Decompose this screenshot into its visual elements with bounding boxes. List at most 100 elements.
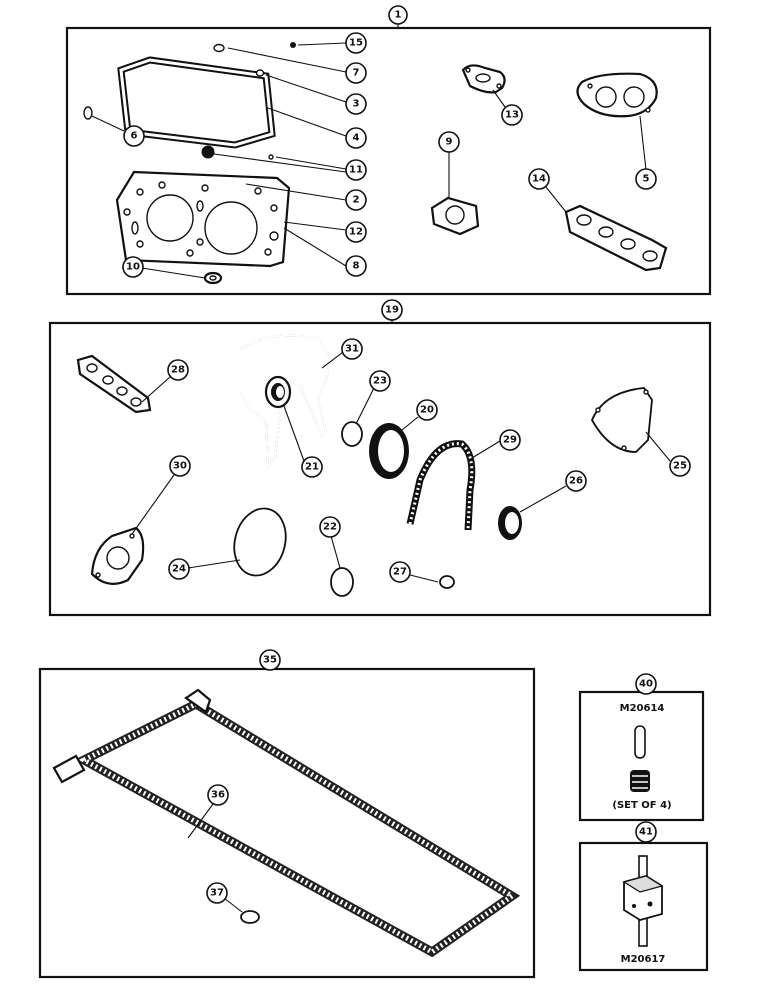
callout-24: 24 xyxy=(168,558,190,580)
svg-text:3: 3 xyxy=(353,99,360,110)
kit-41-frame xyxy=(578,841,709,972)
washer-3 xyxy=(255,69,265,77)
svg-text:41: 41 xyxy=(639,827,653,838)
svg-text:40: 40 xyxy=(639,679,653,690)
callout-30: 30 xyxy=(169,455,191,477)
group-19-seal-set: 19 28 31 23 20 29 21 25 26 30 22 24 27 xyxy=(48,299,712,617)
linkage-block xyxy=(622,855,664,947)
callout-21: 21 xyxy=(301,456,323,478)
svg-text:31: 31 xyxy=(345,344,359,355)
oil-seal-26 xyxy=(498,506,522,540)
group-1-frame xyxy=(65,26,712,296)
group-1-head-gasket-set: 1 15 7 3 4 6 11 2 12 8 10 13 5 9 14 xyxy=(65,5,712,296)
callout-35: 35 xyxy=(259,649,281,671)
callout-9: 9 xyxy=(438,131,460,153)
o-ring-22 xyxy=(330,567,354,597)
callout-1: 1 xyxy=(388,5,408,25)
oil-pan-gasket-36 xyxy=(52,688,521,958)
square-gasket-9 xyxy=(430,196,480,236)
svg-text:15: 15 xyxy=(349,38,363,49)
kit-40-valve-seals: 40 M20614 (SET OF 4) xyxy=(578,673,705,822)
svg-text:36: 36 xyxy=(211,790,225,801)
svg-text:37: 37 xyxy=(210,888,224,899)
callout-37: 37 xyxy=(206,882,228,904)
svg-text:5: 5 xyxy=(643,174,650,185)
callout-26: 26 xyxy=(565,470,587,492)
callout-20: 20 xyxy=(416,399,438,421)
callout-3: 3 xyxy=(345,93,367,115)
svg-text:4: 4 xyxy=(353,133,360,144)
svg-text:11: 11 xyxy=(349,165,363,176)
exhaust-gasket-5 xyxy=(576,72,658,118)
svg-text:29: 29 xyxy=(503,435,517,446)
callout-41: 41 xyxy=(635,821,657,843)
grommet-2 xyxy=(201,145,215,159)
washer-6 xyxy=(83,106,93,120)
group-19-frame xyxy=(48,321,712,617)
o-ring-23 xyxy=(341,421,363,447)
valve-guide-pin xyxy=(634,725,646,759)
seal-ring-37 xyxy=(240,910,260,924)
o-ring-24 xyxy=(233,507,287,577)
svg-text:10: 10 xyxy=(126,262,140,273)
callout-13: 13 xyxy=(501,104,523,126)
callout-22: 22 xyxy=(319,516,341,538)
manifold-gasket-14 xyxy=(564,204,668,272)
callout-40: 40 xyxy=(635,673,657,695)
callout-4: 4 xyxy=(345,127,367,149)
svg-text:13: 13 xyxy=(505,110,519,121)
kit-41-part-number: M20617 xyxy=(621,954,666,965)
svg-text:12: 12 xyxy=(349,227,363,238)
callout-6: 6 xyxy=(123,125,145,147)
callout-19: 19 xyxy=(381,299,403,321)
svg-text:21: 21 xyxy=(305,462,319,473)
svg-text:22: 22 xyxy=(323,522,337,533)
ring-11 xyxy=(268,154,274,160)
group-35-frame xyxy=(38,667,536,979)
callout-5: 5 xyxy=(635,168,657,190)
manifold-gasket-28 xyxy=(76,354,152,414)
washer-7 xyxy=(213,43,225,53)
callout-11: 11 xyxy=(345,159,367,181)
callout-14: 14 xyxy=(528,168,550,190)
callout-10: 10 xyxy=(122,256,144,278)
group-35-oil-pan-gasket-set: 35 36 37 xyxy=(38,649,536,979)
valve-spring-seal xyxy=(630,770,650,792)
callout-28: 28 xyxy=(167,359,189,381)
callout-7: 7 xyxy=(345,62,367,84)
svg-text:35: 35 xyxy=(263,655,277,666)
retainer-gasket-29 xyxy=(406,440,476,531)
svg-text:23: 23 xyxy=(373,376,387,387)
kit-41-linkage: 41 M20617 xyxy=(578,821,709,972)
callout-15: 15 xyxy=(345,32,367,54)
svg-text:19: 19 xyxy=(385,305,399,316)
flange-gasket-13 xyxy=(461,64,506,94)
svg-text:20: 20 xyxy=(420,405,434,416)
callout-23: 23 xyxy=(369,370,391,392)
front-seal-21 xyxy=(264,375,292,409)
washer-10-hole xyxy=(209,275,217,281)
kit-40-note: (SET OF 4) xyxy=(612,800,671,811)
cylinder-head-gasket xyxy=(115,170,291,268)
o-ring-27 xyxy=(439,575,455,589)
water-pump-gasket-25 xyxy=(590,387,653,453)
callout-36: 36 xyxy=(207,784,229,806)
nut-15 xyxy=(290,42,296,48)
svg-text:9: 9 xyxy=(446,137,453,148)
svg-text:7: 7 xyxy=(353,68,360,79)
callout-25: 25 xyxy=(669,455,691,477)
callout-12: 12 xyxy=(345,221,367,243)
svg-text:6: 6 xyxy=(131,131,138,142)
svg-text:25: 25 xyxy=(673,461,687,472)
svg-text:1: 1 xyxy=(395,10,402,21)
rear-seal-20 xyxy=(369,423,409,479)
svg-text:26: 26 xyxy=(569,476,583,487)
callout-27: 27 xyxy=(389,561,411,583)
svg-text:24: 24 xyxy=(172,564,186,575)
svg-text:14: 14 xyxy=(532,174,546,185)
svg-text:8: 8 xyxy=(353,261,360,272)
callout-29: 29 xyxy=(499,429,521,451)
callout-2: 2 xyxy=(345,189,367,211)
svg-text:30: 30 xyxy=(173,461,187,472)
